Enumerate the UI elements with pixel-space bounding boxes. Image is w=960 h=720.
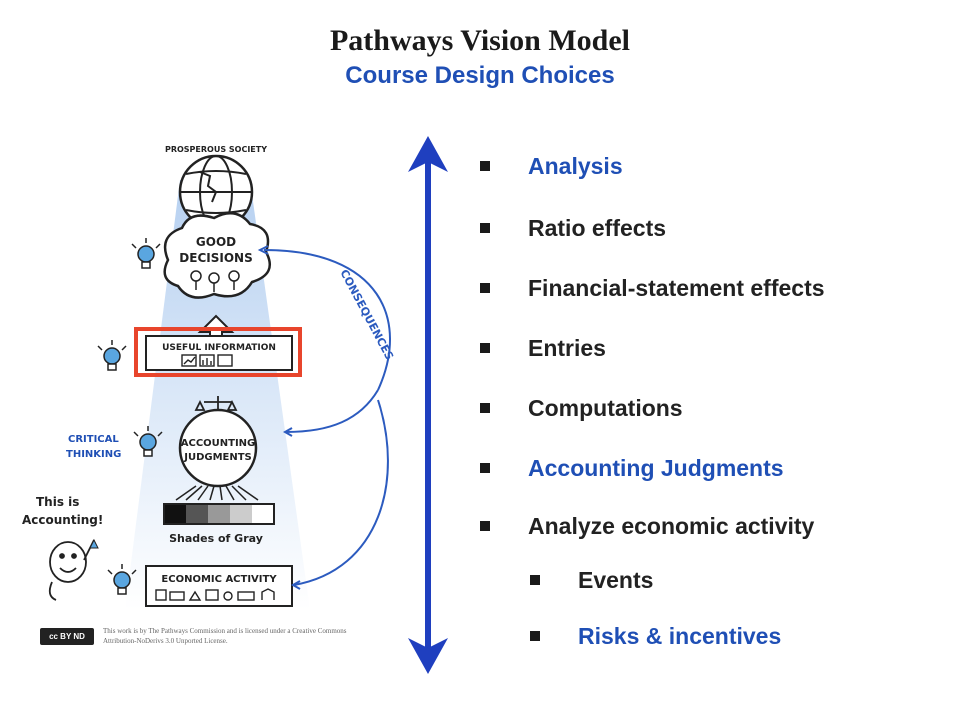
cc-license-badge: cc BY ND [40, 628, 94, 645]
square-bullet-icon [480, 161, 490, 171]
square-bullet-icon [480, 283, 490, 293]
list-item: Risks & incentives [530, 618, 781, 654]
list-item: Entries [480, 330, 606, 366]
list-item-label: Computations [528, 394, 683, 421]
square-bullet-icon [480, 463, 490, 473]
list-item-label: Financial-statement effects [528, 274, 825, 301]
list-item-label: Analysis [528, 152, 623, 179]
lightbulb-icon [97, 340, 127, 371]
lightbulb-icon [133, 426, 163, 457]
accounting-judgments-circle [178, 408, 258, 488]
square-bullet-icon [480, 521, 490, 531]
arrowhead-icon [290, 580, 301, 590]
lightbulb-icon [131, 238, 161, 269]
cc-license-text: This work is by The Pathways Commission … [103, 627, 347, 645]
useful-information-highlight [134, 327, 302, 377]
shades-of-gray-bar [163, 503, 275, 525]
square-bullet-icon [480, 403, 490, 413]
list-item: Events [530, 562, 653, 598]
page-title: Pathways Vision Model [329, 24, 631, 57]
good-decisions-line1: GOOD [196, 235, 236, 249]
chart-icons [181, 354, 233, 367]
list-item-label: Ratio effects [528, 214, 667, 241]
prosperous-society-label: PROSPEROUS SOCIETY [165, 145, 267, 154]
arrowhead-icon [282, 427, 293, 437]
good-decisions-line2: DECISIONS [179, 251, 252, 265]
list-item-label: Risks & incentives [578, 622, 782, 649]
list-item-label: Analyze economic activity [528, 512, 815, 539]
this-is-line2: Accounting! [22, 513, 103, 527]
vertical-double-arrow-icon [408, 136, 448, 674]
vision-beam [125, 180, 310, 610]
list-item: Financial-statement effects [480, 270, 825, 306]
consequences-arrow-mid [285, 389, 379, 433]
accounting-judgments-line2: JUDGMENTS [183, 452, 252, 463]
list-item: Analyze economic activity [480, 508, 814, 544]
critical-thinking-line1: CRITICAL [68, 434, 119, 445]
square-bullet-icon [530, 631, 540, 641]
activity-doodles [155, 588, 275, 601]
economic-activity-label: ECONOMIC ACTIVITY [161, 574, 277, 585]
accounting-judgments-line1: ACCOUNTING [181, 438, 256, 449]
consequences-arrow-top [263, 249, 391, 391]
list-item-label: Entries [528, 334, 606, 361]
square-bullet-icon [480, 343, 490, 353]
judgment-arrows [175, 485, 259, 501]
people-doodle [190, 270, 240, 292]
list-item-label: Events [578, 566, 654, 593]
hand-highlight-icon [89, 538, 99, 549]
lightbulb-icon [107, 564, 137, 595]
list-item: Accounting Judgments [480, 450, 784, 486]
globe-icon [178, 154, 254, 230]
economic-activity-box [145, 565, 293, 607]
person-doodle [48, 539, 95, 601]
consequences-arrow-bottom [293, 399, 389, 586]
this-is-line1: This is [36, 495, 79, 509]
useful-information-label: USEFUL INFORMATION [162, 343, 276, 353]
critical-thinking-line2: THINKING [66, 449, 121, 460]
list-item-label: Accounting Judgments [528, 454, 784, 481]
list-item: Computations [480, 390, 683, 426]
square-bullet-icon [530, 575, 540, 585]
arrowhead-icon [257, 245, 269, 255]
list-item: Ratio effects [480, 210, 666, 246]
list-item: Analysis [480, 148, 623, 184]
square-bullet-icon [480, 223, 490, 233]
page-subtitle: Course Design Choices [345, 62, 615, 89]
shades-of-gray-label: Shades of Gray [169, 532, 263, 545]
